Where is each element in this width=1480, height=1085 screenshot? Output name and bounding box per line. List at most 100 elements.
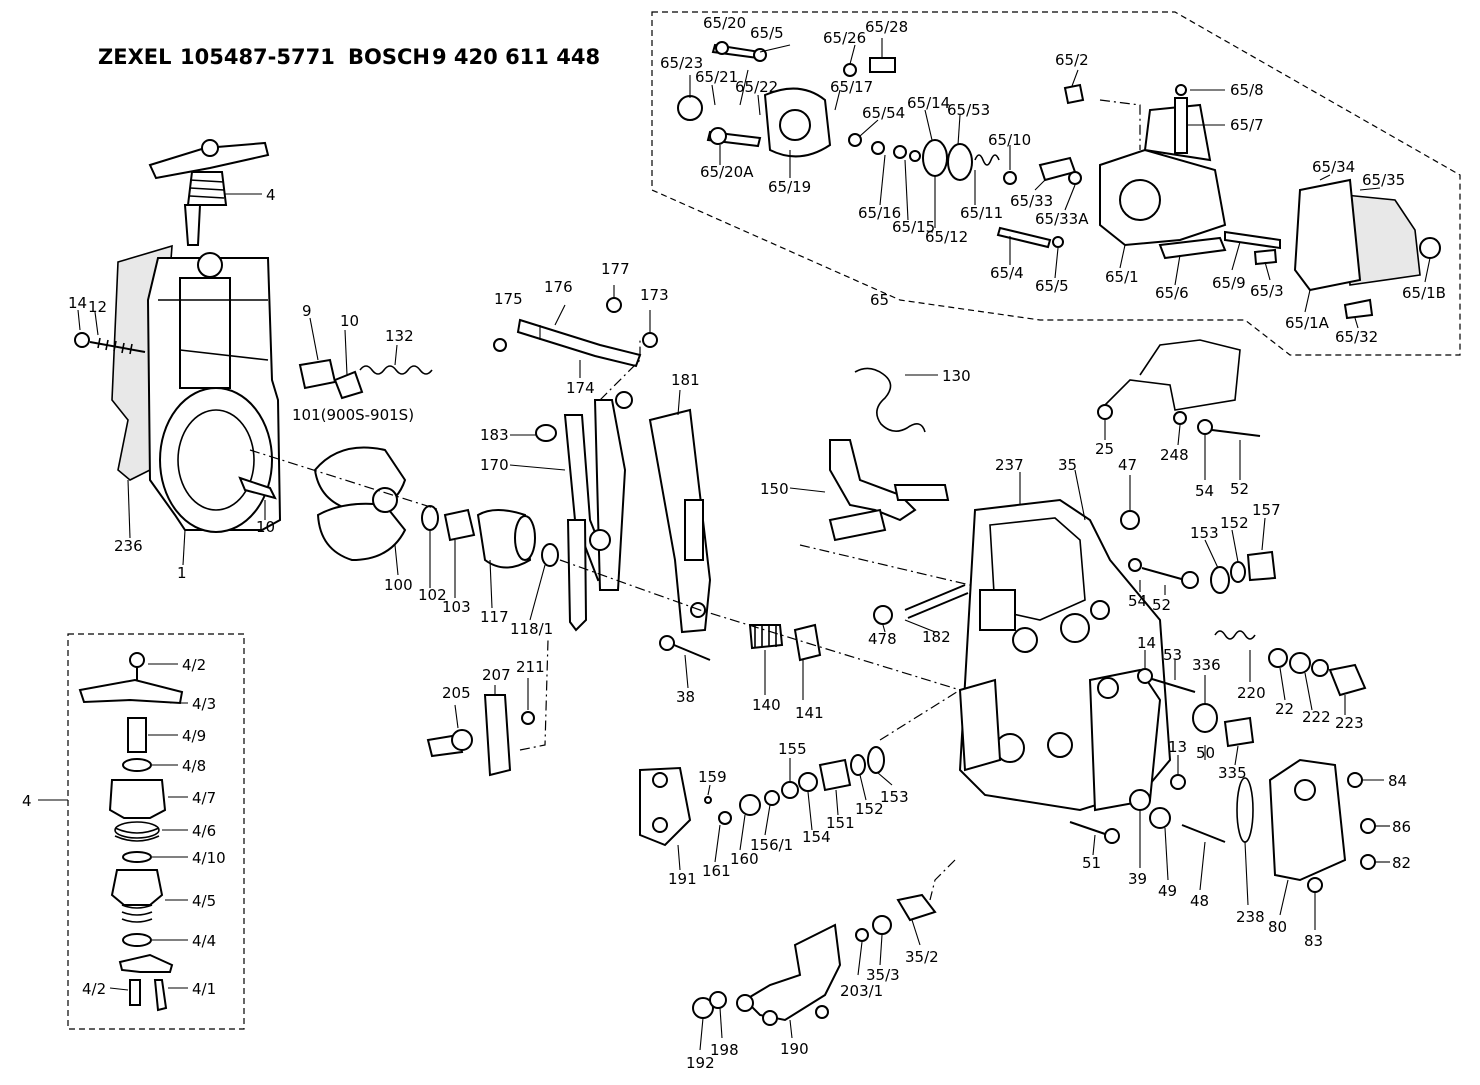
label-35-3: 35/3	[866, 966, 900, 984]
label-176: 176	[544, 278, 573, 296]
label-53: 53	[1163, 646, 1182, 664]
screw-10b	[238, 476, 277, 500]
label-190: 190	[780, 1040, 809, 1058]
label-140: 140	[752, 696, 781, 714]
washer-248	[1173, 411, 1187, 425]
label-65-1B: 65/1B	[1402, 284, 1446, 302]
ring-152b	[850, 754, 866, 776]
label-335: 335	[1218, 764, 1247, 782]
zexel-part-number: 105487-5771	[180, 45, 335, 69]
plate-207	[483, 694, 512, 777]
label-10: 10	[340, 312, 359, 330]
label-100: 100	[384, 576, 413, 594]
bracket-248	[1099, 339, 1241, 411]
label-65-23: 65/23	[660, 54, 703, 72]
label-35: 35	[1058, 456, 1077, 474]
washer-198	[709, 991, 727, 1009]
label-248: 248	[1160, 446, 1189, 464]
pin-159	[704, 796, 712, 804]
label-175: 175	[494, 290, 523, 308]
cover-80	[1268, 758, 1347, 882]
label-173: 173	[640, 286, 669, 304]
label-198: 198	[710, 1041, 739, 1059]
label-155: 155	[778, 740, 807, 758]
label-65-9: 65/9	[1212, 274, 1246, 292]
label-4-group: 4	[22, 792, 32, 810]
label-54b: 54	[1128, 592, 1147, 610]
label-4-3: 4/3	[192, 695, 216, 713]
label-161: 161	[702, 862, 731, 880]
label-4-10: 4/10	[192, 849, 226, 867]
group-4-parts	[78, 652, 184, 1012]
label-52: 52	[1230, 480, 1249, 498]
label-237: 237	[995, 456, 1024, 474]
label-117: 117	[480, 608, 509, 626]
nut-13	[1170, 774, 1186, 790]
label-478: 478	[868, 630, 897, 648]
screw-82	[1360, 854, 1376, 870]
label-191: 191	[668, 870, 697, 888]
washer-156-1	[764, 790, 780, 806]
label-4-9: 4/9	[182, 727, 206, 745]
axis-line-d	[599, 340, 641, 401]
label-65-21: 65/21	[695, 68, 738, 86]
screw-52b	[1128, 558, 1199, 589]
sleeve-117	[476, 509, 536, 569]
screw-53	[1137, 668, 1196, 693]
label-65-53: 65/53	[947, 101, 990, 119]
label-80: 80	[1268, 918, 1287, 936]
label-84: 84	[1388, 772, 1407, 790]
label-52b: 52	[1152, 596, 1171, 614]
label-222: 222	[1302, 708, 1331, 726]
ring-152a	[1230, 561, 1246, 583]
label-151: 151	[826, 814, 855, 832]
nut-35-2	[896, 893, 937, 922]
axis-line-150	[799, 544, 971, 586]
label-65-1A: 65/1A	[1285, 314, 1330, 332]
label-65-6: 65/6	[1155, 284, 1189, 302]
part-39	[1129, 789, 1151, 811]
spring-140	[748, 624, 784, 650]
label-12: 12	[88, 298, 107, 316]
bolt-12	[74, 332, 146, 355]
label-236: 236	[114, 537, 143, 555]
label-38: 38	[676, 688, 695, 706]
washer-102	[421, 505, 439, 531]
callout-labels: 4 14 12 9 10 132 101(900S-901S) 236 1 10…	[22, 14, 1446, 1072]
sleeve-151	[818, 758, 852, 792]
nut-177	[606, 297, 622, 313]
label-4-1: 4/1	[192, 980, 216, 998]
group-65-outline	[651, 11, 1461, 356]
nut-49	[1149, 807, 1171, 829]
label-152b: 152	[855, 800, 884, 818]
o-ring-238	[1236, 777, 1254, 843]
pump-housing-237	[958, 498, 1172, 812]
screw-10	[333, 370, 364, 400]
bracket-190	[736, 923, 842, 1026]
label-65-11: 65/11	[960, 204, 1003, 222]
lever-191	[639, 766, 692, 847]
label-65-5b: 65/5	[1035, 277, 1069, 295]
lever-181	[648, 408, 712, 634]
lever-174	[493, 318, 642, 368]
label-177: 177	[601, 260, 630, 278]
label-65-16: 65/16	[858, 204, 901, 222]
label-102: 102	[418, 586, 447, 604]
label-65-34: 65/34	[1312, 158, 1355, 176]
maker-zexel: ZEXEL	[98, 45, 172, 69]
label-4-4: 4/4	[192, 932, 216, 950]
label-65-33A: 65/33A	[1035, 210, 1089, 228]
label-4-5: 4/5	[192, 892, 216, 910]
label-170: 170	[480, 456, 509, 474]
label-160: 160	[730, 850, 759, 868]
axis-line-f	[929, 859, 956, 901]
washer-161	[718, 811, 732, 825]
label-211: 211	[516, 658, 545, 676]
label-65-54: 65/54	[862, 104, 905, 122]
label-48: 48	[1190, 892, 1209, 910]
axis-line-g	[1099, 99, 1141, 150]
ring-154	[798, 772, 818, 792]
label-4-6: 4/6	[192, 822, 216, 840]
label-4: 4	[266, 186, 276, 204]
